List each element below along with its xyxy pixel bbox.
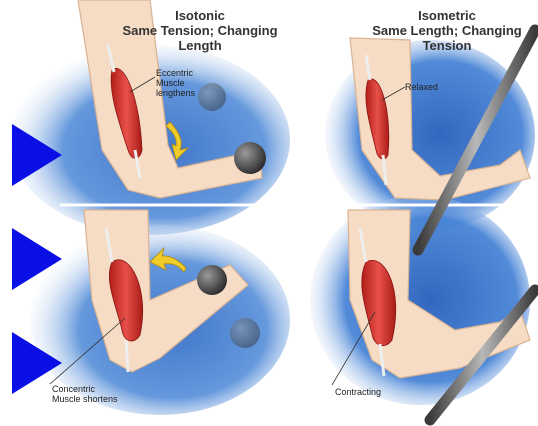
concentric-label-line2: Muscle shortens: [52, 394, 118, 404]
contracting-label: Contracting: [335, 387, 381, 397]
eccentric-label-line3: lengthens: [156, 88, 195, 98]
eccentric-label-line2: Muscle: [156, 78, 195, 88]
isometric-title-text: Isometric: [358, 8, 536, 23]
isotonic-title-text: Isotonic: [115, 8, 285, 23]
isotonic-subtitle-text: Same Tension; Changing Length: [115, 23, 285, 53]
eccentric-label: Eccentric Muscle lengthens: [156, 68, 195, 98]
eccentric-label-line1: Eccentric: [156, 68, 195, 78]
play-arrow-icon: [12, 228, 62, 290]
dumbbell-weight-icon: [234, 142, 266, 174]
isotonic-title: Isotonic Same Tension; Changing Length: [115, 8, 285, 53]
relaxed-label: Relaxed: [405, 82, 438, 92]
dumbbell-ghost-icon: [230, 318, 260, 348]
isometric-subtitle-text: Same Length; Changing Tension: [358, 23, 536, 53]
dumbbell-ghost-icon: [198, 83, 226, 111]
isometric-title: Isometric Same Length; Changing Tension: [358, 8, 536, 53]
play-arrow-icon: [12, 332, 62, 394]
play-arrow-icon: [12, 124, 62, 186]
dumbbell-weight-icon: [197, 265, 227, 295]
